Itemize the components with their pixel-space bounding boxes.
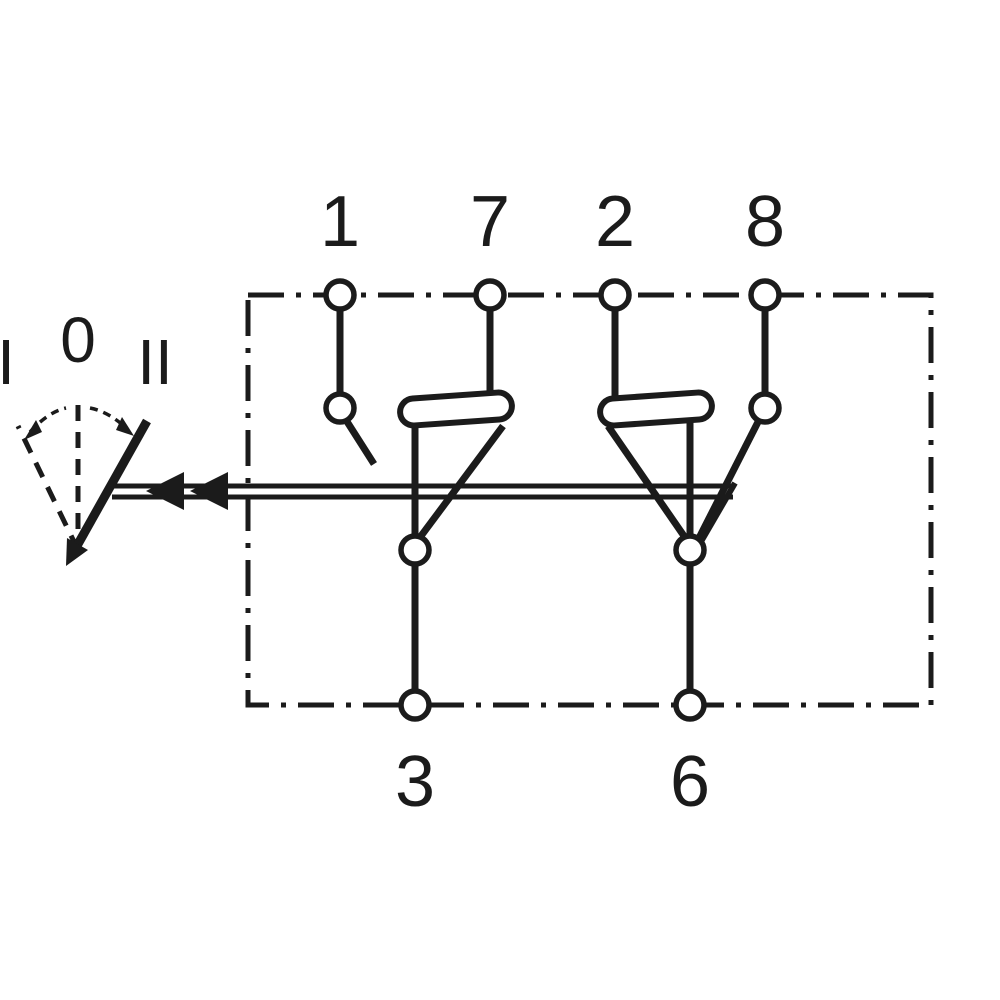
- lever: [69, 418, 151, 556]
- terminal-8-contact: [748, 278, 782, 312]
- position-1-label: I: [0, 326, 15, 398]
- terminal-6-label: 6: [670, 742, 710, 822]
- lever-arrow-icon: [66, 538, 88, 566]
- terminal-8-lower-contact: [748, 391, 782, 425]
- rotation-arrow-left-icon: [24, 420, 42, 440]
- position-2-label: II: [137, 326, 173, 398]
- schematic-labels: 1 7 2 8 3 6 I 0 II: [0, 182, 785, 822]
- bridge-right-diagonal: [605, 424, 687, 538]
- position-1-dashed-lever: [15, 424, 81, 552]
- bridge-contact-left: [397, 389, 515, 429]
- position-0-label: 0: [60, 304, 96, 376]
- schematic-linework: [15, 278, 934, 722]
- actuator-lever-group: [15, 405, 151, 566]
- terminal-1-lower-contact: [323, 391, 357, 425]
- terminal-3-label: 3: [395, 742, 435, 822]
- pivot-contact-right: [673, 533, 707, 567]
- terminal-8-label: 8: [745, 182, 785, 262]
- terminal-2-contact: [598, 278, 632, 312]
- terminal-1-contact-arm: [343, 418, 377, 466]
- terminal-1-label: 1: [320, 182, 360, 262]
- terminal-3-contact: [398, 688, 432, 722]
- terminal-1-contact: [323, 278, 357, 312]
- terminal-2-label: 2: [595, 182, 635, 262]
- rotation-arrow-right-icon: [116, 417, 134, 436]
- terminal-6-contact: [673, 688, 707, 722]
- switch-body-outline: [245, 292, 934, 708]
- pivot-contact-left: [398, 533, 432, 567]
- actuator-rod-link: [696, 481, 738, 547]
- terminal-7-contact: [473, 278, 507, 312]
- bridge-left-diagonal: [418, 423, 506, 539]
- terminal-8-contact-arm: [694, 418, 763, 542]
- actuator-arrow-icon: [146, 472, 228, 510]
- bridge-contact-right: [597, 389, 715, 429]
- rotation-arc-right: [89, 406, 130, 432]
- terminal-7-label: 7: [470, 182, 510, 262]
